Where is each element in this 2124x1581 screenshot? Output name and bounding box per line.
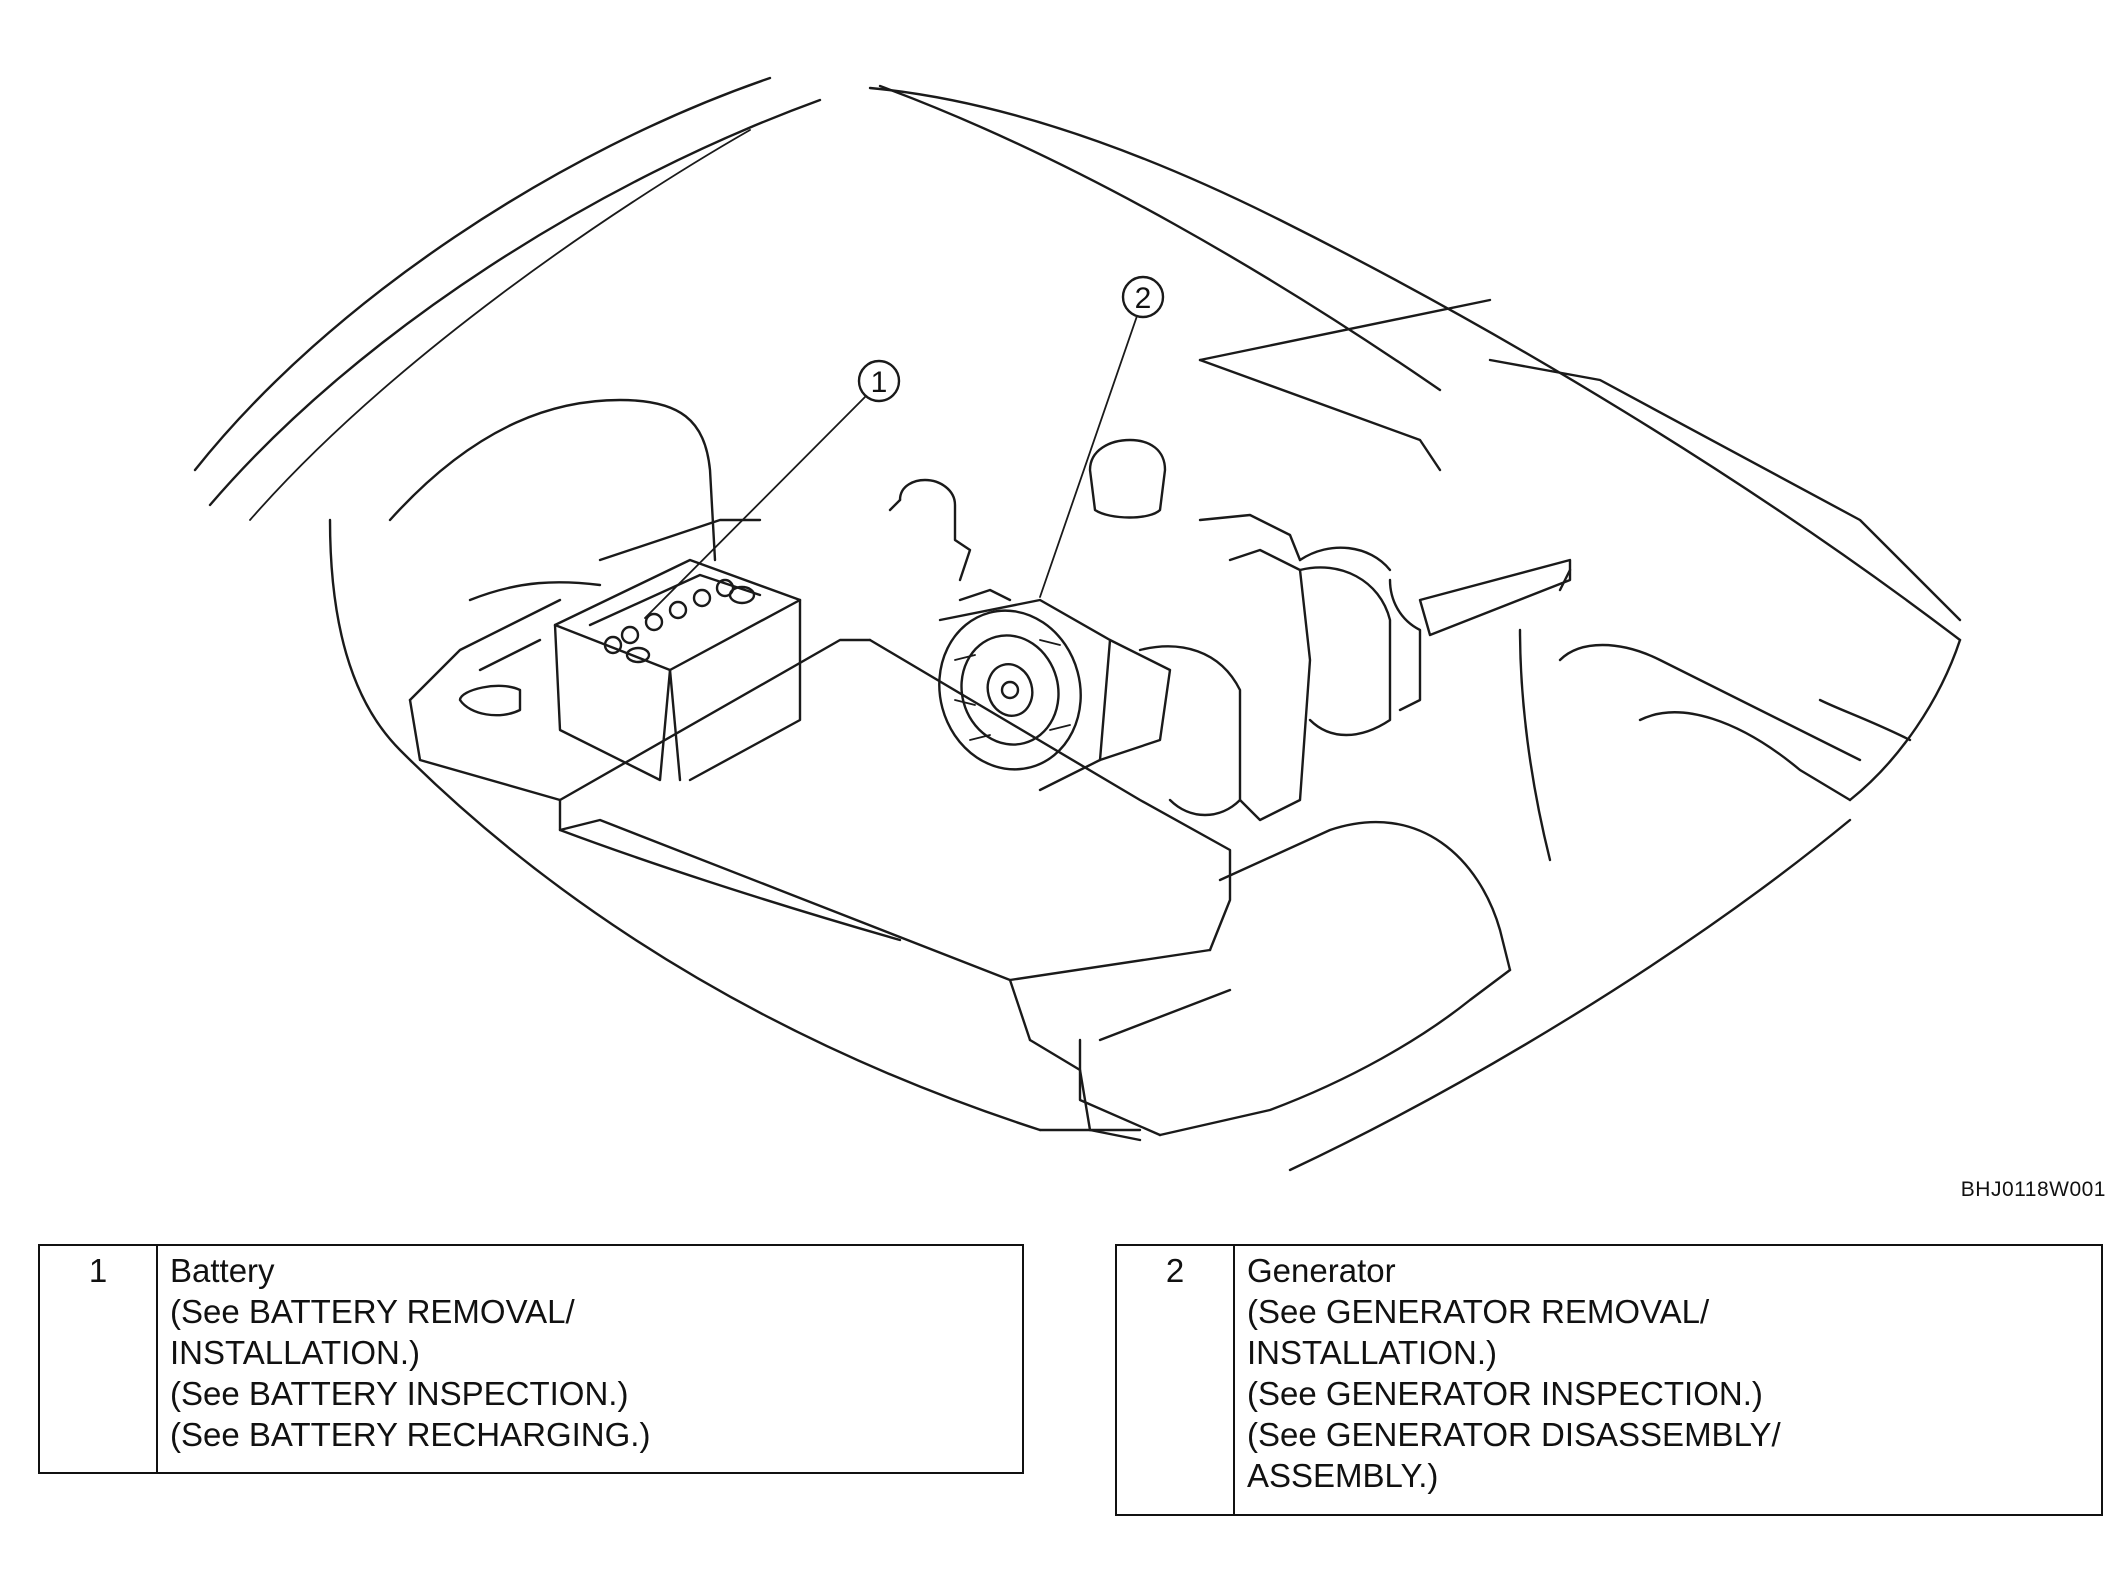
callout-1: 1: [644, 359, 901, 619]
engine-bay-structure: [388, 298, 1962, 1142]
legend-description: Generator (See GENERATOR REMOVAL/ INSTAL…: [1235, 1246, 1781, 1514]
legend-description: Battery (See BATTERY REMOVAL/ INSTALLATI…: [158, 1246, 650, 1472]
legend-reference: (See GENERATOR REMOVAL/: [1247, 1293, 1710, 1330]
legend-number: 1: [40, 1246, 158, 1472]
legend-component-name: Battery: [170, 1252, 275, 1289]
legend-component-name: Generator: [1247, 1252, 1396, 1289]
callout-2-leader-line: [1039, 315, 1138, 598]
legend-reference: (See GENERATOR INSPECTION.): [1247, 1375, 1763, 1412]
legend-reference: (See BATTERY INSPECTION.): [170, 1375, 629, 1412]
vehicle-body-outline: [193, 76, 1962, 1172]
legend-reference: (See BATTERY REMOVAL/: [170, 1293, 575, 1330]
legend-reference: (See BATTERY RECHARGING.): [170, 1416, 651, 1453]
callout-1-circle: [857, 359, 901, 403]
battery-illustration: [458, 558, 802, 782]
legend-table-battery: 1 Battery (See BATTERY REMOVAL/ INSTALLA…: [38, 1244, 1024, 1474]
engine-bay-diagram: 1 2: [193, 76, 1962, 1172]
legend-number: 2: [1117, 1246, 1235, 1514]
callout-2: 2: [1039, 275, 1165, 598]
generator-illustration: [888, 438, 1422, 822]
figure-code: BHJ0118W001: [1960, 1178, 2106, 1201]
legend-reference: ASSEMBLY.): [1247, 1457, 1439, 1494]
legend-reference: INSTALLATION.): [1247, 1334, 1497, 1371]
callout-2-number: 2: [1135, 282, 1152, 315]
callout-1-number: 1: [871, 366, 888, 399]
legend-reference: (See GENERATOR DISASSEMBLY/: [1247, 1416, 1781, 1453]
legend-table-generator: 2 Generator (See GENERATOR REMOVAL/ INST…: [1115, 1244, 2103, 1516]
legend-reference: INSTALLATION.): [170, 1334, 420, 1371]
callout-1-leader-line: [644, 395, 867, 619]
callout-2-circle: [1121, 275, 1165, 319]
